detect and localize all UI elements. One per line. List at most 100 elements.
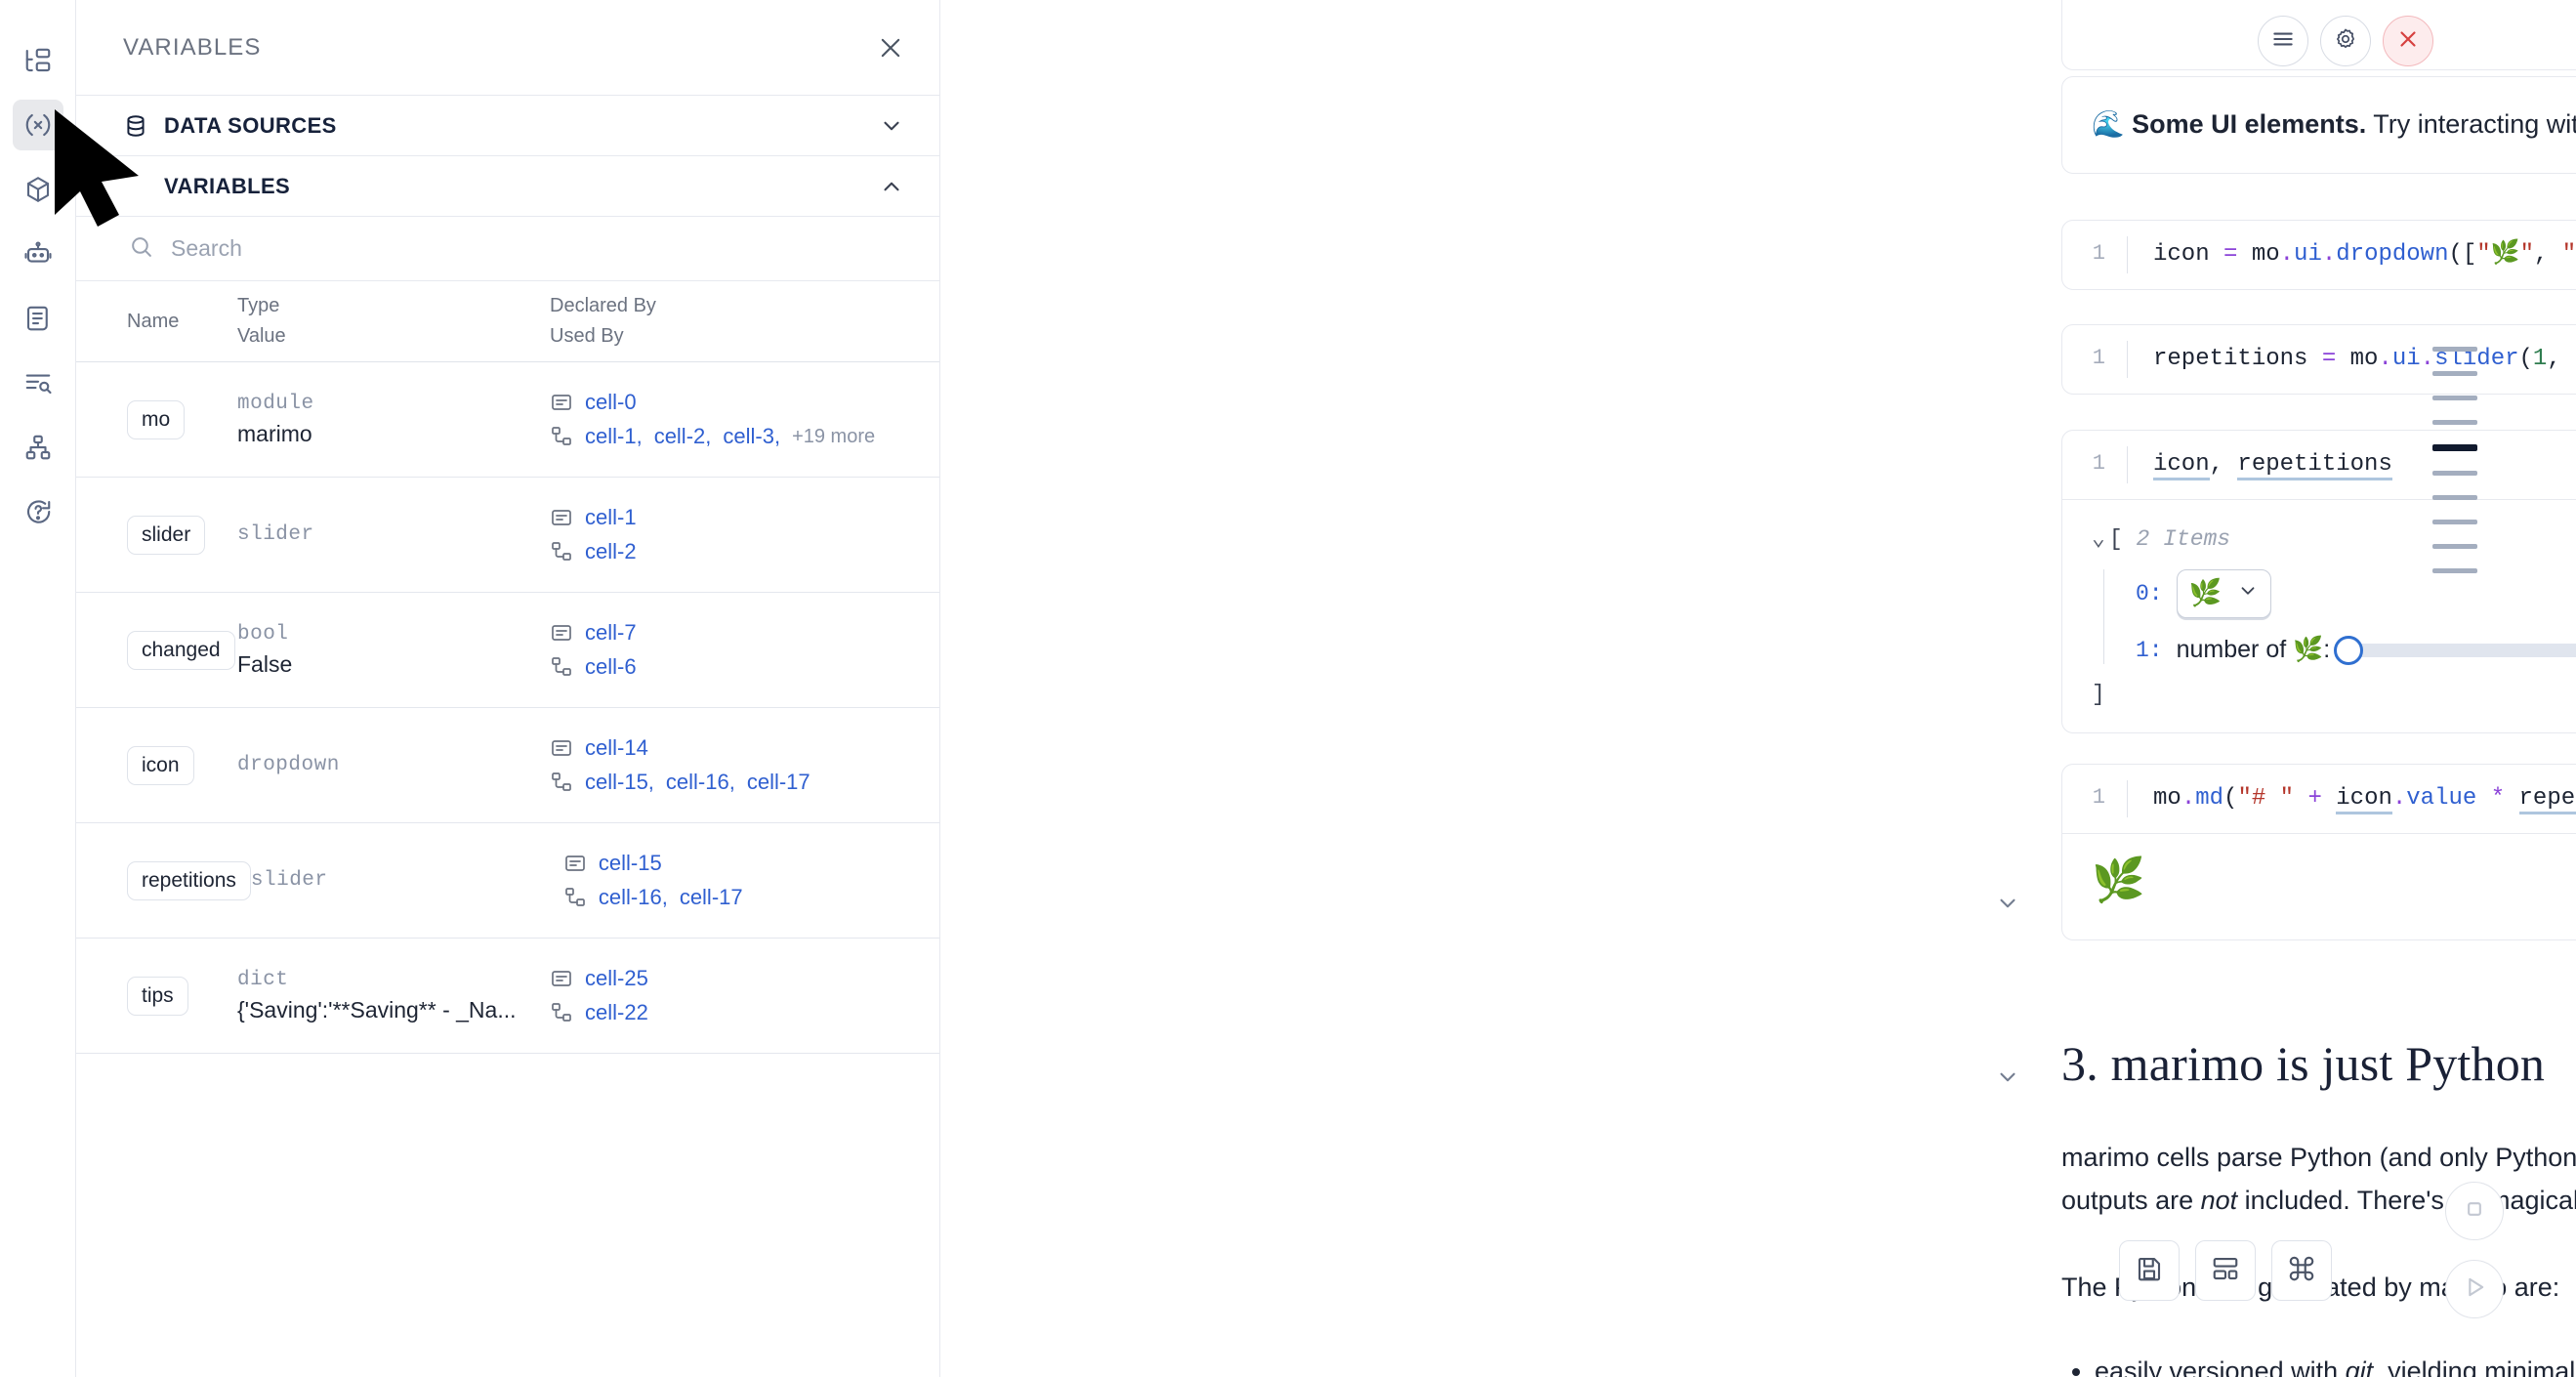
cell-link[interactable]: cell-16, [598, 885, 668, 909]
variable-name-badge[interactable]: icon [127, 745, 194, 785]
sidebar-item-help[interactable] [13, 486, 63, 537]
minimap-bar[interactable] [2432, 396, 2477, 400]
cell-menu-button[interactable] [2258, 16, 2308, 66]
file-explorer-icon [23, 46, 53, 75]
variable-type: dict [237, 968, 289, 991]
chevron-down-icon[interactable]: ⌄ [2092, 526, 2105, 553]
cell-link[interactable]: cell-17 [679, 885, 743, 909]
more-count[interactable]: +19 more [792, 425, 876, 447]
cell-delete-button[interactable] [2383, 16, 2433, 66]
section-variables[interactable]: VARIABLES [76, 156, 939, 217]
used-by-line: cell-22 [550, 1000, 926, 1025]
command-palette-icon [2287, 1254, 2316, 1288]
chevron-down-icon[interactable] [879, 113, 904, 139]
cell-dropdown[interactable]: 1 icon = mo.ui.dropdown(["🌿", "🌊", "✨"],… [2061, 220, 2576, 291]
repr-header[interactable]: ⌄[ 2 Items [2092, 525, 2576, 552]
sidebar-item-scratchpad[interactable] [13, 293, 63, 344]
run-icon [2461, 1273, 2488, 1306]
run-button[interactable] [2445, 1260, 2504, 1318]
code-editor[interactable]: 1 repetitions = mo.ui.slider(1, 16, labe… [2061, 324, 2576, 396]
chevron-up-icon[interactable] [879, 174, 904, 199]
section-data-sources[interactable]: DATA SOURCES [76, 96, 939, 156]
table-row[interactable]: icon dropdown cell-14 cell-15, cell-16, cell-… [76, 708, 939, 823]
slider-control[interactable] [2334, 635, 2576, 665]
variable-name-badge[interactable]: mo [127, 399, 186, 439]
cell-link[interactable]: cell-3, [723, 424, 781, 448]
minimap-bar[interactable] [2432, 371, 2477, 376]
sidebar-item-packages[interactable] [13, 164, 63, 215]
markdown-rest-text: Try interacting with the below elements. [2373, 109, 2576, 140]
cell-icon [550, 391, 573, 414]
cell-settings-button[interactable] [2320, 16, 2371, 66]
variable-name-badge[interactable]: changed [127, 630, 235, 670]
cell-action-buttons [2258, 16, 2433, 66]
cell-md[interactable]: 1 mo.md("# " + icon.value * repetitions.… [2000, 764, 2576, 941]
minimap-bar[interactable] [2432, 420, 2477, 425]
minimap[interactable] [2426, 347, 2484, 573]
logs-icon [23, 368, 53, 397]
sidebar-item-logs[interactable] [13, 357, 63, 408]
minimap-bar[interactable] [2432, 568, 2477, 573]
minimap-bar[interactable] [2432, 520, 2477, 524]
code-text: repetitions = mo.ui.slider(1, 16, label=… [2127, 341, 2576, 379]
sidebar-item-file-explorer[interactable] [13, 35, 63, 86]
variable-name-badge[interactable]: slider [127, 515, 206, 555]
cell-collapse-toggle[interactable] [1995, 891, 2020, 916]
cell-link[interactable]: cell-7 [585, 620, 637, 645]
cell-link[interactable]: cell-6 [585, 654, 637, 679]
cell-icon [550, 967, 573, 990]
slider-handle[interactable] [2334, 635, 2364, 665]
cell-link[interactable]: cell-16, [665, 770, 735, 794]
section-heading: 3. marimo is just Python [2061, 1036, 2546, 1091]
cell-link[interactable]: cell-17 [746, 770, 810, 794]
cell-link[interactable]: cell-15, [585, 770, 654, 794]
minimap-bar[interactable] [2432, 471, 2477, 476]
minimap-bar[interactable] [2432, 347, 2477, 352]
section-collapse-toggle[interactable] [1995, 1064, 2020, 1090]
variable-name-badge[interactable]: tips [127, 976, 188, 1016]
stop-button[interactable] [2445, 1182, 2504, 1240]
command-palette-button[interactable] [2271, 1240, 2332, 1301]
code-editor[interactable]: 1 icon, repetitions [2061, 430, 2576, 500]
cell-icon [563, 852, 587, 875]
minimap-bar[interactable] [2432, 495, 2477, 500]
cell-link[interactable]: cell-22 [585, 1000, 648, 1024]
minimap-bar[interactable] [2432, 544, 2477, 549]
cell-link[interactable]: cell-1, [585, 424, 643, 448]
sidebar-item-chat[interactable] [13, 229, 63, 279]
line-number: 1 [2092, 346, 2105, 370]
search-input[interactable] [171, 235, 904, 262]
close-icon[interactable] [877, 34, 904, 62]
cell-link[interactable]: cell-2, [653, 424, 712, 448]
cell-display[interactable]: 1 icon, repetitions ⌄[ 2 Items 0: 🌿 [2061, 430, 2576, 734]
section-paragraph-1: marimo cells parse Python (and only Pyth… [2061, 1137, 2576, 1222]
cell-link[interactable]: cell-2 [585, 539, 637, 563]
code-editor[interactable]: 1 mo.md("# " + icon.value * repetitions.… [2061, 764, 2576, 834]
cell-link[interactable]: cell-25 [585, 966, 648, 990]
cell-slider[interactable]: 1 repetitions = mo.ui.slider(1, 16, labe… [2061, 324, 2576, 396]
reference-icon [550, 1001, 573, 1024]
minimap-bar[interactable] [2432, 444, 2477, 451]
save-button[interactable] [2119, 1240, 2180, 1301]
variable-type: dropdown [237, 754, 340, 776]
cell-markdown-source[interactable]: 1 "**🌊 Some UI elements.**" Try interact… [2061, 0, 2576, 70]
floating-toolbar [2119, 1240, 2332, 1301]
sidebar-item-dependency-graph[interactable] [13, 422, 63, 473]
variable-type: slider [250, 869, 328, 892]
variables-panel: VARIABLES DATA SOURCES VARIABLES [76, 0, 940, 1377]
cell-link[interactable]: cell-14 [585, 735, 648, 760]
cell-link[interactable]: cell-15 [598, 851, 662, 875]
code-editor[interactable]: 1 icon = mo.ui.dropdown(["🌿", "🌊", "✨"],… [2061, 220, 2576, 291]
dropdown-select[interactable]: 🌿 [2176, 569, 2272, 619]
cell-link[interactable]: cell-1 [585, 505, 637, 529]
cell-link[interactable]: cell-0 [585, 390, 637, 414]
layout-button[interactable] [2195, 1240, 2256, 1301]
sidebar-item-variables[interactable] [12, 100, 63, 150]
variable-name-badge[interactable]: repetitions [127, 860, 251, 900]
database-icon [123, 113, 148, 139]
